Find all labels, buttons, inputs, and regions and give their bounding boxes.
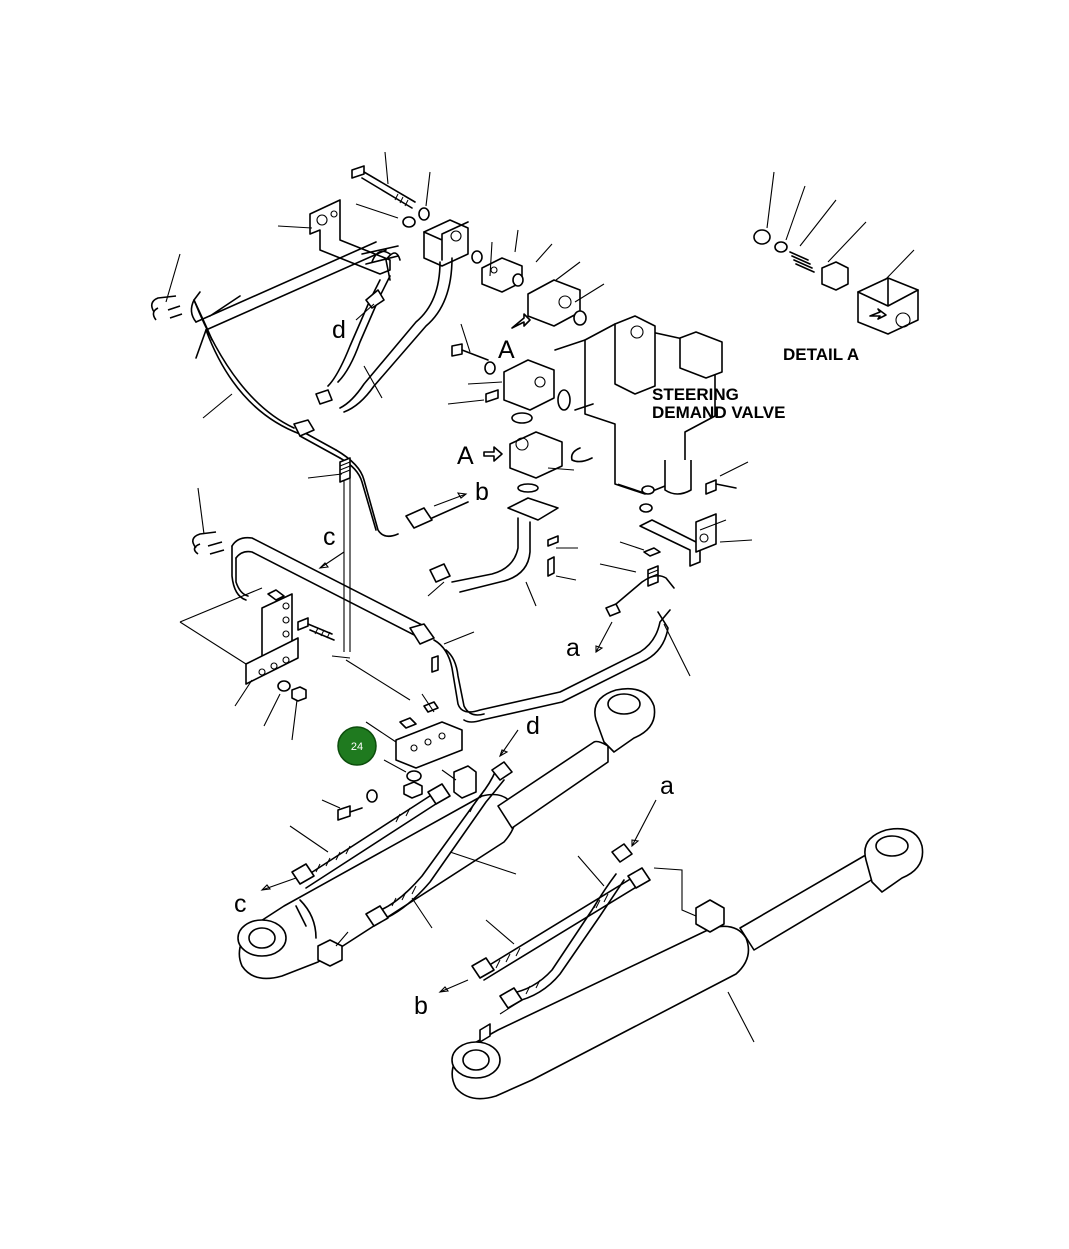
steering-demand-valve: STEERING DEMAND VALVE xyxy=(554,315,786,495)
callout-24[interactable]: 24 xyxy=(337,726,377,766)
label-A-lower: A xyxy=(457,442,474,470)
left-clamp-bracket xyxy=(179,587,351,741)
detail-a-exploded-parts: DETAIL A xyxy=(753,171,919,364)
center-bracket-assembly xyxy=(321,659,477,821)
middle-adapter-parts: A A b xyxy=(429,229,605,607)
detail-a-caption: DETAIL A xyxy=(783,345,859,364)
label-a-middle: a xyxy=(566,634,580,662)
label-d-lower: d xyxy=(526,712,540,740)
right-hydraulic-cylinder: b a xyxy=(414,772,924,1100)
label-c-upper: c xyxy=(323,523,336,551)
valve-label-line1: STEERING xyxy=(652,385,739,404)
left-hydraulic-cylinder: c d xyxy=(234,687,656,980)
callout-24-number[interactable]: 24 xyxy=(351,741,363,753)
callout-24-circle[interactable] xyxy=(337,726,377,766)
label-A-upper: A xyxy=(498,336,515,364)
label-b-upper: b xyxy=(475,478,489,506)
right-bracket-assembly xyxy=(617,461,753,567)
upper-pipe-routing xyxy=(150,241,469,538)
valve-label-line2: DEMAND VALVE xyxy=(652,403,786,422)
middle-pipe-routing: c a d xyxy=(192,303,691,723)
top-left-bracket-assembly xyxy=(277,151,469,275)
label-d-upper: d xyxy=(332,316,346,344)
label-c-lower: c xyxy=(234,890,247,918)
label-a-lower: a xyxy=(660,772,674,800)
label-b-lower: b xyxy=(414,992,428,1020)
